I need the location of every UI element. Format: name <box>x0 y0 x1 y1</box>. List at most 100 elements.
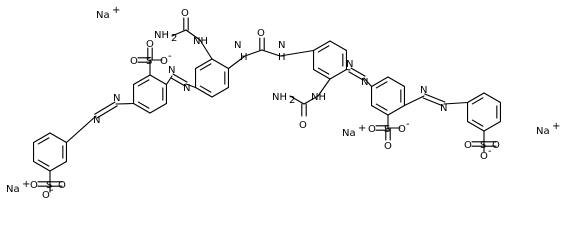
bond <box>345 68 351 71</box>
urea-h-label: H <box>240 52 248 63</box>
bond <box>471 119 484 127</box>
bond <box>466 120 485 132</box>
bond <box>194 58 213 70</box>
bond <box>244 49 263 57</box>
sodium-label: Na <box>342 128 356 139</box>
bond <box>49 132 68 144</box>
bond <box>483 120 502 132</box>
bond <box>65 115 97 144</box>
ureido-nh-label: NH <box>311 92 326 103</box>
oxide-charge: - <box>168 51 172 62</box>
bond <box>32 160 51 172</box>
sodium-charge: + <box>552 121 560 132</box>
sodium-charge: + <box>112 5 120 16</box>
bond <box>194 86 213 98</box>
bond <box>443 101 469 105</box>
bond <box>185 29 201 41</box>
bond <box>37 137 50 145</box>
bond <box>37 159 50 167</box>
sulfonyl-oxygen-label: O <box>58 180 66 191</box>
azo-nitrogen-label: N <box>168 65 175 76</box>
azo-nitrogen-label: N <box>440 103 447 114</box>
urea-nitrogen-label: N <box>234 40 241 51</box>
bond <box>375 103 388 111</box>
bond <box>348 71 364 81</box>
azo-nitrogen-label: N <box>361 77 368 88</box>
sulfur-label: S <box>46 180 52 191</box>
azo-nitrogen-label: N <box>183 83 190 94</box>
bond <box>171 29 187 37</box>
bond <box>94 101 116 115</box>
bond <box>149 74 168 86</box>
ureido-nh2-subscript: 2 <box>289 95 295 106</box>
oxide-charge: - <box>488 146 492 157</box>
bond <box>303 95 319 105</box>
oxide-oxygen-label: O <box>42 190 50 199</box>
sulfur-label: S <box>146 56 152 67</box>
bond <box>317 45 330 53</box>
bond <box>261 49 281 57</box>
bond <box>137 79 150 87</box>
bond <box>185 83 197 89</box>
azo-nitrogen-label: N <box>420 85 427 96</box>
bond <box>199 39 213 60</box>
bond <box>317 78 331 97</box>
bond <box>312 40 331 52</box>
oxide-oxygen-label: O <box>398 124 406 135</box>
bond <box>329 40 348 52</box>
sodium-label: Na <box>6 184 20 195</box>
bond <box>165 75 173 86</box>
bond <box>312 68 331 80</box>
bond <box>387 104 406 116</box>
bond <box>424 93 446 103</box>
urea-oxygen-label: O <box>257 28 265 39</box>
bond <box>483 92 502 104</box>
bond <box>49 160 68 172</box>
bond <box>403 95 425 107</box>
oxide-oxygen-label: O <box>160 56 168 67</box>
bond <box>279 49 315 57</box>
bond <box>132 102 151 114</box>
bond <box>132 74 151 86</box>
bond <box>32 132 51 144</box>
sulfonyl-oxygen-label: O <box>492 140 500 151</box>
sulfonyl-oxygen-label: O <box>130 56 138 67</box>
oxide-charge: - <box>50 185 54 196</box>
bond <box>329 68 348 80</box>
azo-nitrogen-label: N <box>93 115 100 126</box>
bond <box>350 67 366 77</box>
urea-nitrogen-label: N <box>278 40 285 51</box>
sulfonyl-oxygen-label: O <box>146 39 154 50</box>
bond <box>375 81 388 89</box>
bond <box>211 86 230 98</box>
bond <box>289 95 305 105</box>
urea-h-label: H <box>278 52 286 63</box>
ureido-nh-label: NH <box>193 36 208 47</box>
bond <box>387 76 406 88</box>
bond <box>227 55 246 70</box>
bond <box>199 85 212 93</box>
sulfur-label: S <box>480 140 486 151</box>
ureido-nh2-label: NH <box>272 92 287 103</box>
bond <box>115 102 135 105</box>
bond-lines <box>32 17 502 193</box>
ureido-oxygen-label: O <box>299 120 307 131</box>
sulfonyl-oxygen-label: O <box>30 180 38 191</box>
bond <box>211 58 230 70</box>
bond <box>137 101 150 109</box>
bond <box>317 67 330 75</box>
bond <box>199 63 212 71</box>
ureido-oxygen-label: O <box>181 8 189 19</box>
sulfonyl-oxygen-label: O <box>384 141 392 152</box>
sulfonyl-oxygen-label: O <box>368 124 376 135</box>
bond <box>471 97 484 105</box>
oxide-oxygen-label: O <box>480 151 488 162</box>
sodium-charge: + <box>22 179 30 190</box>
sodium-charge: + <box>358 123 366 134</box>
bond <box>96 105 118 119</box>
oxide-charge: - <box>406 119 410 130</box>
sodium-label: Na <box>96 10 110 21</box>
azo-nitrogen-label: N <box>113 93 120 104</box>
